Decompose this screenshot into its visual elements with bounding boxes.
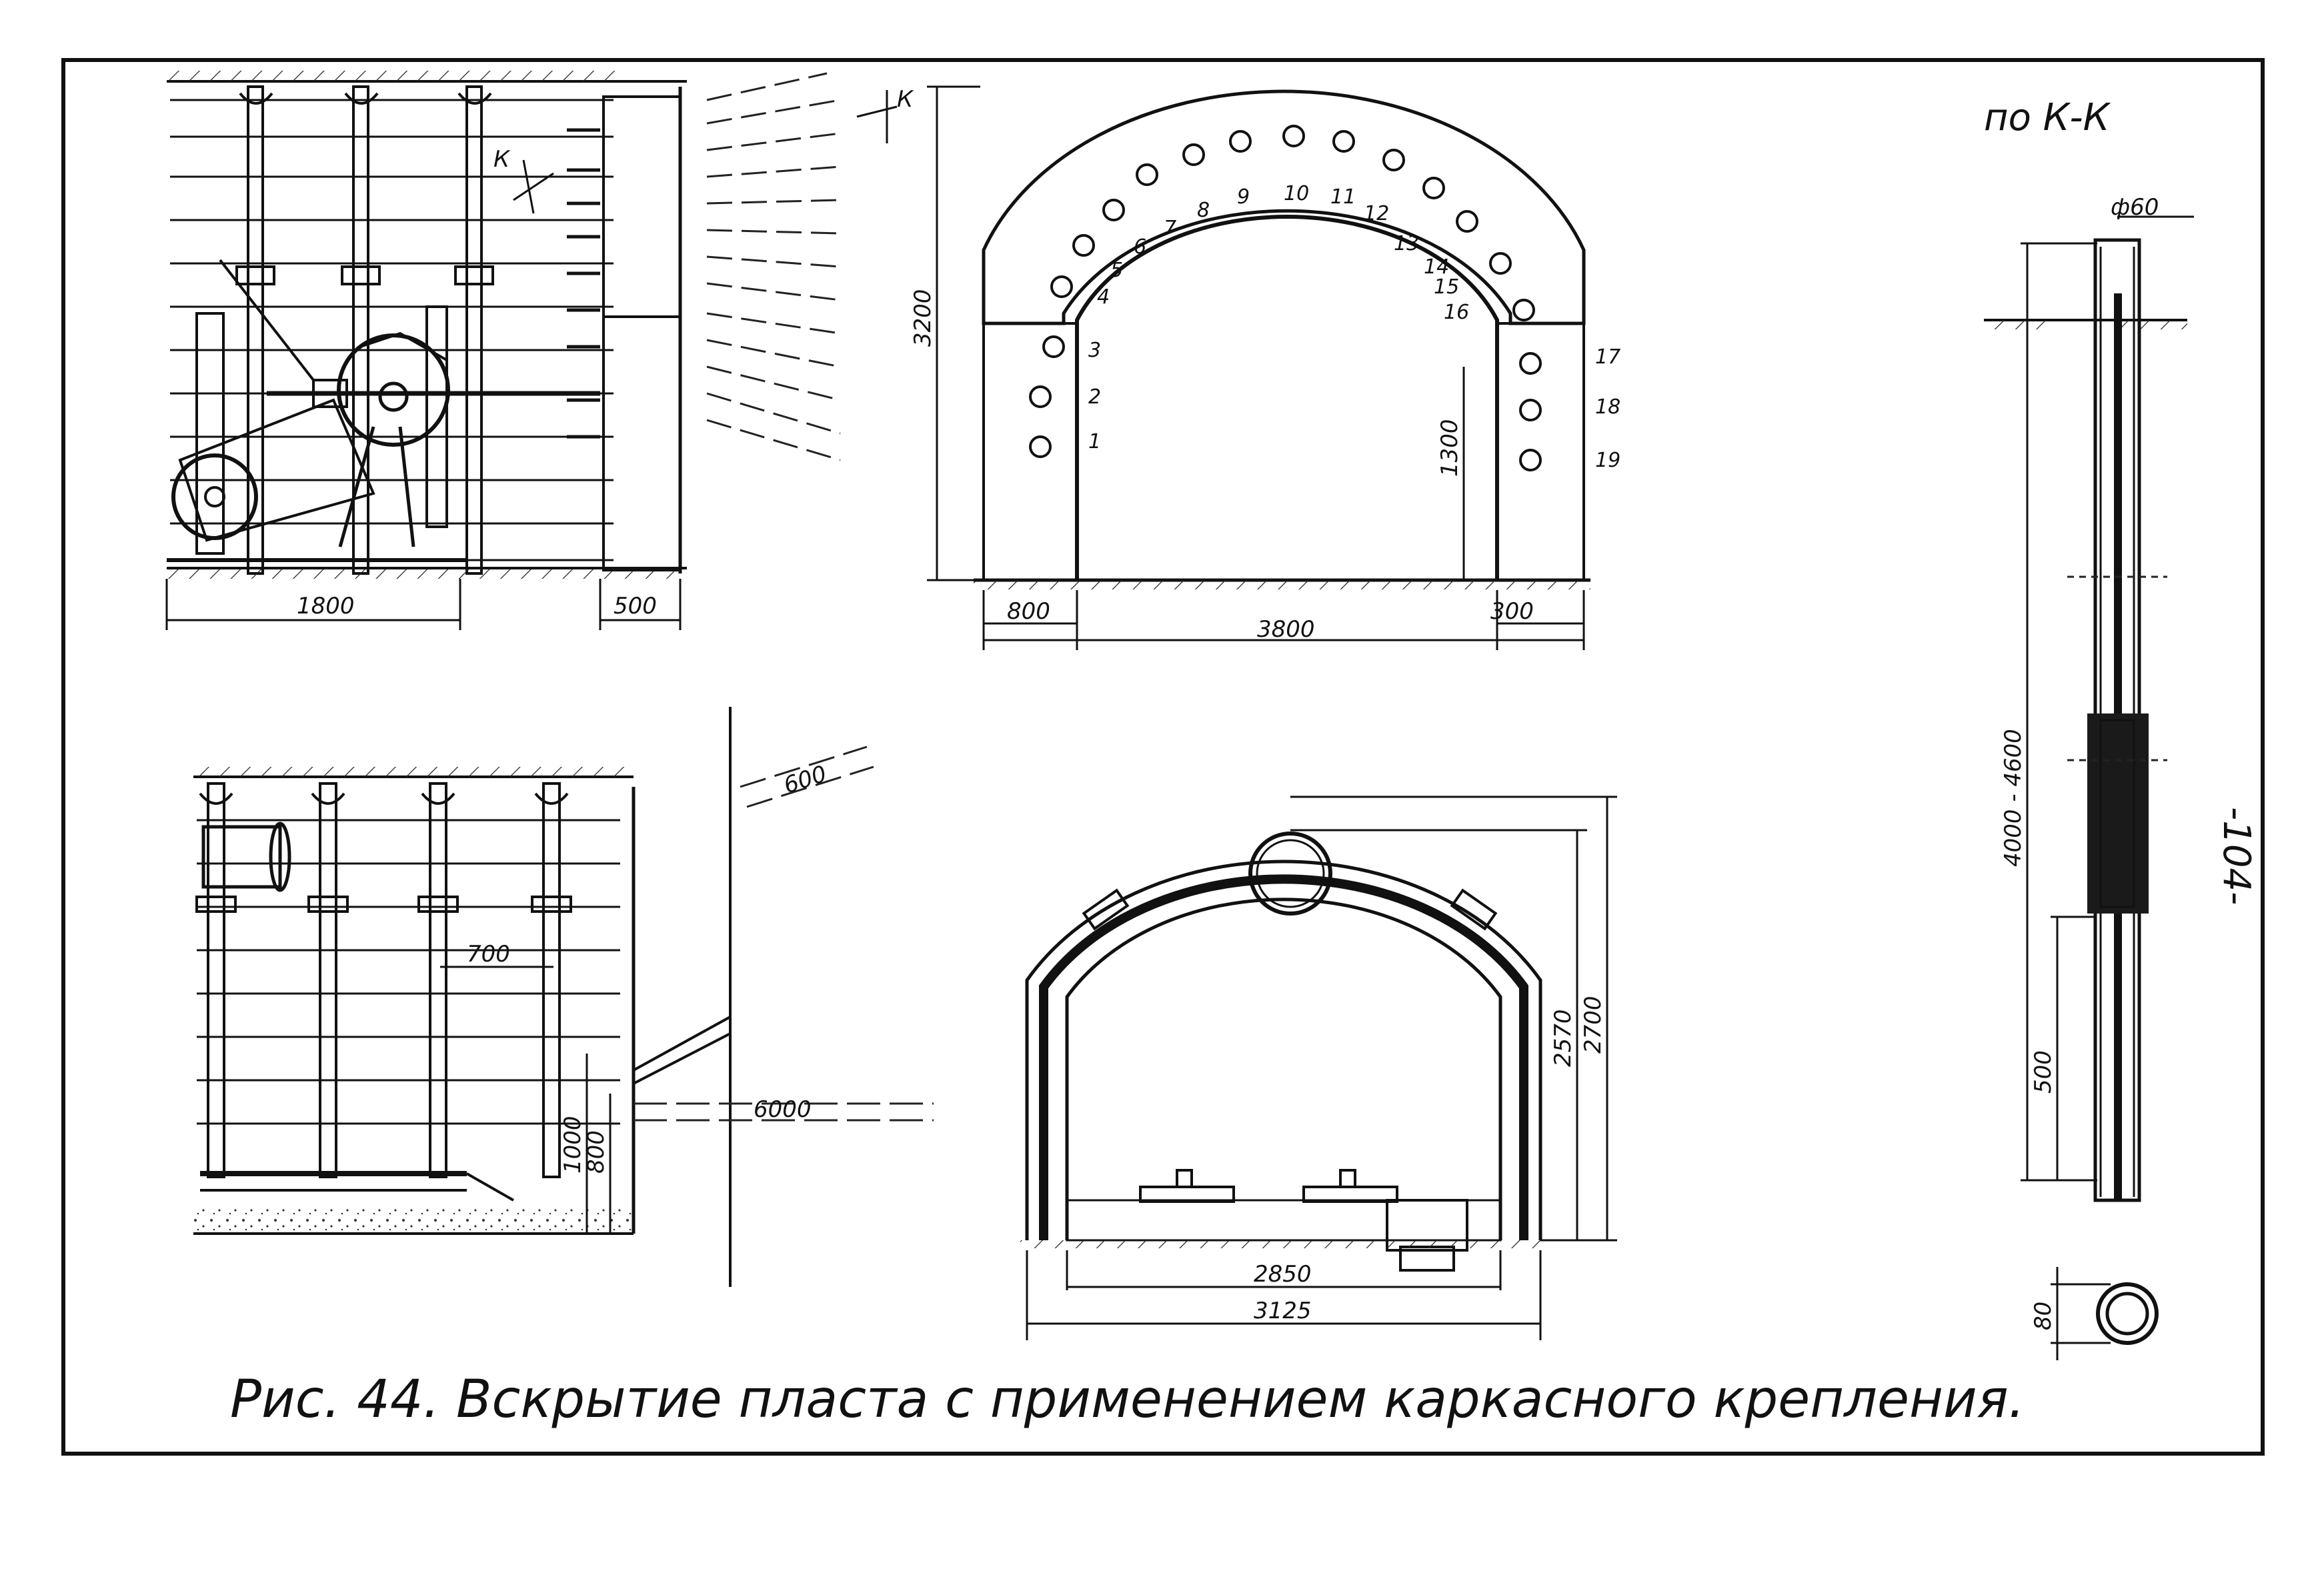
tunnel-outer-outline: [1025, 860, 1542, 1240]
dim-arch-height: 3200: [910, 289, 936, 347]
dim-pipe-section: 80: [2030, 1302, 2057, 1330]
pipe-ground: [1984, 319, 2187, 329]
section-label: по К-К: [1984, 96, 2111, 139]
hole-number-9: 9: [1237, 185, 1250, 209]
arch-ground: [974, 578, 1590, 589]
top-left-section: К К 1800 500: [165, 71, 914, 630]
ventilation-pipe: [201, 822, 291, 892]
pipe-packer: [2087, 713, 2149, 914]
hole-number-8: 8: [1197, 199, 1210, 222]
tunnel-lining: [1039, 874, 1528, 1240]
dim-pipe-diameter: ф60: [2111, 194, 2159, 221]
hole-number-15: 15: [1434, 275, 1459, 299]
dim-borehole-upper: 600: [780, 760, 830, 799]
dim-arch-span: 3800: [1257, 616, 1315, 643]
dim-bottom-left-h1: 1000: [559, 1116, 586, 1174]
hole-number-14: 14: [1424, 255, 1449, 279]
dimensions-tunnel: 2570 2700 2850 3125: [1026, 796, 1617, 1340]
frame-clamps: [1082, 888, 1498, 931]
hole-number-10: 10: [1284, 182, 1309, 205]
dim-pipe-lower: 500: [2030, 1050, 2057, 1094]
hole-number-13: 13: [1394, 232, 1419, 255]
rails-bottom-left: [200, 1171, 514, 1202]
dim-top-left-width: 1800: [297, 593, 355, 619]
lagging-boards: [170, 99, 614, 561]
dimensions-top-left: 1800 500: [165, 579, 682, 630]
drilling-machine: [167, 259, 600, 562]
dim-bottom-left-spacing: 700: [467, 941, 510, 968]
arch-hole-numbers: 1 2 3 4 5 6 7 8 9 10 11 12 13 14 15 16 1…: [1088, 182, 1620, 472]
figure-caption: Рис. 44. Вскрытие пласта с применением к…: [230, 1370, 2025, 1430]
hole-number-6: 6: [1134, 235, 1146, 259]
dim-tunnel-outer-height: 2700: [1580, 996, 1606, 1054]
pipe-section: по К-К ф60 4000 - 4600 500: [1984, 96, 2258, 1360]
lagging-boards-bottom: [197, 819, 620, 1125]
dim-arch-left-wall: 800: [1007, 598, 1050, 625]
bottom-left-section: 700 1000 800 600 6000: [193, 707, 934, 1287]
hole-number-7: 7: [1164, 217, 1176, 240]
arch-concrete-ring: [982, 89, 1586, 325]
dim-tunnel-inner-width: 2850: [1254, 1261, 1312, 1288]
sheet-frame: [61, 58, 2265, 1456]
pipe-cross-section: 80: [2030, 1267, 2159, 1360]
vent-duct: [1248, 832, 1332, 916]
hole-number-12: 12: [1364, 202, 1389, 225]
ground-floor: [167, 567, 687, 579]
dimensions-bottom-left: 700 1000 800 600 6000: [440, 760, 830, 1234]
hole-number-19: 19: [1595, 449, 1620, 472]
ground-hatch-top: [167, 71, 687, 83]
cut-mark-k-left: К: [493, 146, 554, 214]
hole-number-1: 1: [1088, 430, 1101, 453]
hole-number-2: 2: [1088, 385, 1101, 409]
rock-wall: [602, 87, 682, 573]
arch-section: 1 2 3 4 5 6 7 8 9 10 11 12 13 14 15 16 1…: [910, 85, 1620, 650]
tunnel-floor: [1066, 1169, 1502, 1272]
hole-number-17: 17: [1595, 345, 1620, 369]
dim-arch-wall-height: 1300: [1436, 419, 1463, 477]
dim-borehole-lower: 6000: [754, 1096, 812, 1123]
hole-number-18: 18: [1595, 395, 1620, 419]
dim-tunnel-inner-height: 2570: [1550, 1009, 1576, 1067]
hole-number-11: 11: [1330, 185, 1356, 209]
dim-bottom-left-h2: 800: [583, 1130, 610, 1174]
dim-tunnel-outer-width: 3125: [1254, 1298, 1312, 1324]
frame-posts-bottom: [195, 782, 572, 1178]
hole-number-16: 16: [1444, 301, 1469, 324]
hole-number-5: 5: [1110, 259, 1123, 282]
tunnel-section: 2570 2700 2850 3125: [1020, 796, 1617, 1340]
borehole-traces: [567, 72, 841, 461]
page-number: -104-: [2215, 807, 2258, 905]
arch-inner-outline: [1075, 214, 1499, 580]
tunnel-inner-outline: [1065, 898, 1502, 1240]
dimensions-pipe: ф60 4000 - 4600 500: [2000, 194, 2194, 1182]
cut-letter-left: К: [493, 146, 511, 173]
dim-arch-right-wall: 300: [1490, 598, 1534, 625]
hole-number-4: 4: [1097, 285, 1110, 309]
cut-mark-k-right: К: [856, 86, 914, 143]
dim-pipe-length: 4000 - 4600: [2000, 729, 2027, 867]
boreholes-bottom: [633, 707, 934, 1287]
cut-letter-right: К: [897, 86, 914, 113]
arch-blast-holes: [1029, 125, 1542, 471]
dim-top-left-wall: 500: [614, 593, 657, 619]
dimensions-arch: 3200 1300 800 3800 300: [910, 85, 1585, 650]
hole-number-3: 3: [1088, 339, 1101, 362]
